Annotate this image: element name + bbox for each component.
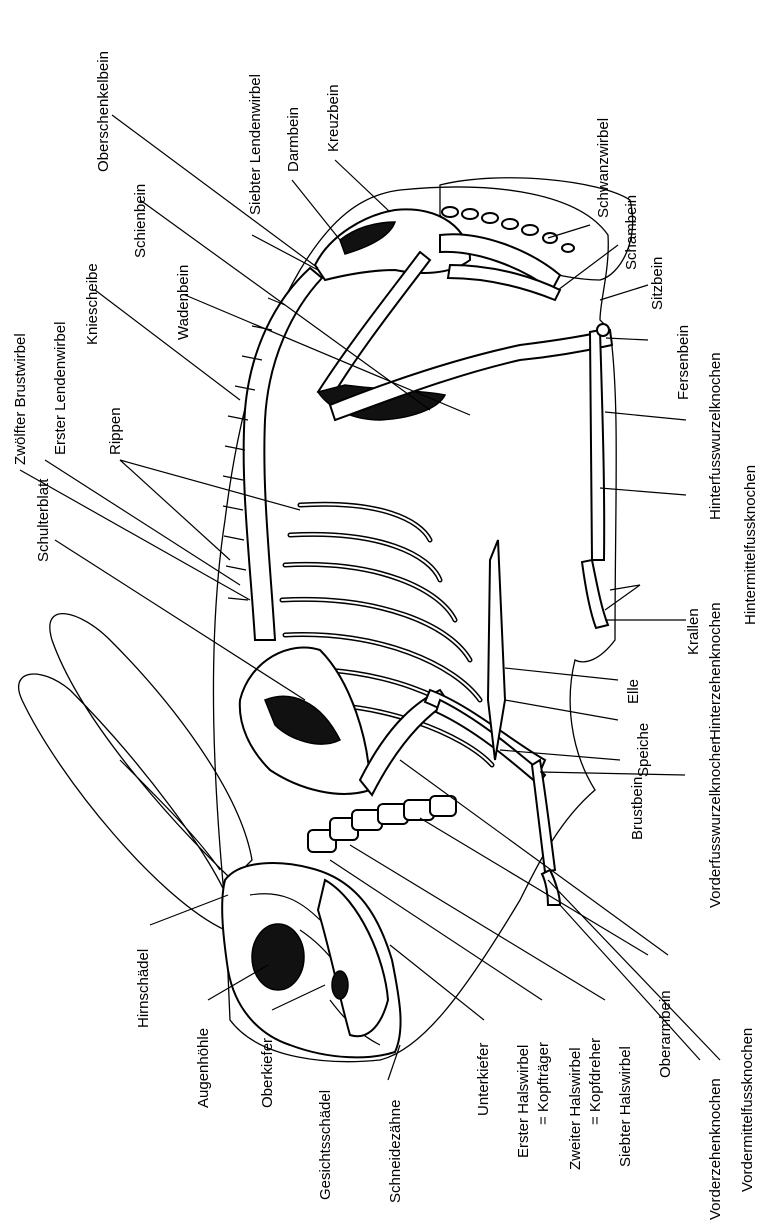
label-elle: Elle xyxy=(625,679,642,704)
sternum xyxy=(488,540,505,760)
jaw-dark xyxy=(332,971,348,999)
neck-vertebrae xyxy=(308,796,456,852)
rabbit-drawing xyxy=(19,178,633,1062)
eye-socket xyxy=(252,924,304,990)
label-schienbein: Schienbein xyxy=(132,184,149,258)
label-vorderfusswurzelknochen: Vorderfusswurzelknochen xyxy=(707,736,724,908)
label-kopfdreher: = Kopfdreher xyxy=(587,1038,604,1125)
label-schneidezaehne: Schneidezähne xyxy=(387,1100,404,1203)
label-augenhoehle: Augenhöhle xyxy=(195,1028,212,1108)
label-wadenbein: Wadenbein xyxy=(175,265,192,340)
label-siebter-halswirbel: Siebter Halswirbel xyxy=(617,1046,634,1167)
label-oberkiefer: Oberkiefer xyxy=(259,1038,276,1108)
label-sitzbein: Sitzbein xyxy=(649,257,666,310)
label-brustbein: Brustbein xyxy=(629,777,646,840)
label-oberarmbein: Oberarmbein xyxy=(657,990,674,1078)
ear-back xyxy=(50,614,252,880)
label-zweiter-halswirbel: Zweiter Halswirbel xyxy=(567,1047,584,1170)
label-rippen: Rippen xyxy=(107,407,124,455)
label-kopftraeger: = Kopfträger xyxy=(535,1042,552,1125)
label-unterkiefer: Unterkiefer xyxy=(475,1043,492,1116)
label-erster-halswirbel: Erster Halswirbel xyxy=(515,1045,532,1158)
label-vorderzehenknochen: Vorderzehenknochen xyxy=(707,1078,724,1220)
label-schulterblatt: Schulterblatt xyxy=(35,478,52,562)
label-gesichtsschaedel: Gesichtsschädel xyxy=(317,1090,334,1200)
label-zwoelfter-brustwirbel: Zwölfter Brustwirbel xyxy=(12,333,29,465)
label-erster-lendenwirbel: Erster Lendenwirbel xyxy=(52,322,69,455)
label-hintermittelfussknochen: Hintermittelfussknochen xyxy=(742,465,759,625)
ear-front xyxy=(19,674,230,930)
label-hinterzehenknochen: Hinterzehenknochen xyxy=(707,602,724,740)
pelvis xyxy=(315,209,560,300)
label-schambein: Schambein xyxy=(623,195,640,270)
foreleg xyxy=(360,690,560,905)
label-kreuzbein: Kreuzbein xyxy=(325,84,342,152)
label-fersenbein: Fersenbein xyxy=(675,325,692,400)
label-speiche: Speiche xyxy=(635,723,652,777)
label-vordermittelfussknochen: Vordermittelfussknochen xyxy=(739,1028,756,1192)
label-kniescheibe: Kniescheibe xyxy=(84,263,101,345)
label-krallen: Krallen xyxy=(685,608,702,655)
label-hinterfusswurzelknochen: Hinterfusswurzelknochen xyxy=(707,352,724,520)
label-hirnschaedel: Hirnschädel xyxy=(135,949,152,1028)
label-schwanzwirbel: Schwanzwirbel xyxy=(595,118,612,218)
label-darmbein: Darmbein xyxy=(285,107,302,172)
label-siebter-lendenwirbel: Siebter Lendenwirbel xyxy=(247,74,264,215)
label-oberschenkelbein: Oberschenkelbein xyxy=(95,51,112,172)
